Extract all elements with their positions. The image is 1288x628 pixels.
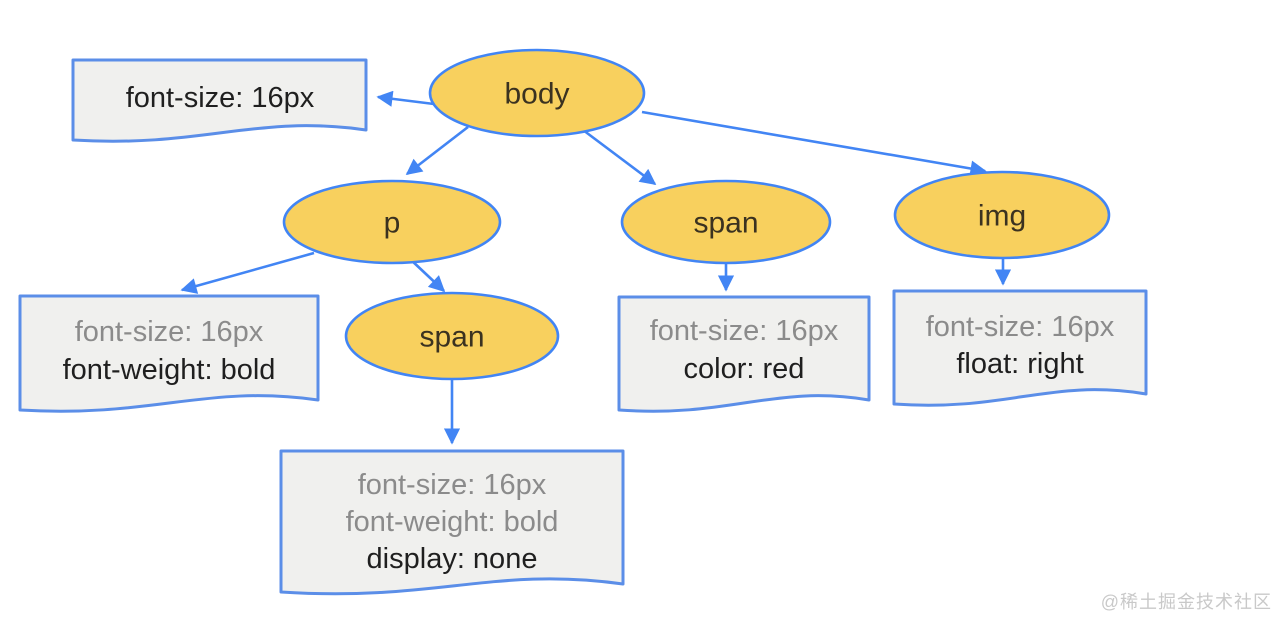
- note-img-line: float: right: [956, 348, 1083, 380]
- note-body-line: font-size: 16px: [126, 82, 315, 114]
- edge-body-to-p: [405, 125, 469, 176]
- note-p-line: font-size: 16px: [75, 316, 264, 348]
- edge-body-to-img: [641, 110, 987, 177]
- note-span: [617, 295, 871, 413]
- note-img: [892, 289, 1148, 407]
- note-body: [71, 58, 368, 143]
- note-p-line: font-weight: bold: [63, 354, 276, 386]
- node-body: [428, 48, 646, 138]
- node-img-label: img: [978, 200, 1026, 233]
- node-span-label: span: [693, 207, 758, 240]
- watermark: @稀土掘金技术社区: [1100, 592, 1272, 612]
- node-span: [620, 179, 832, 265]
- node-img: [893, 170, 1111, 260]
- note-p: [18, 294, 320, 413]
- note-span-child-line: font-size: 16px: [358, 469, 547, 501]
- note-span-child: [279, 449, 625, 596]
- node-span-child: [344, 291, 560, 381]
- node-p-label: p: [384, 207, 401, 240]
- note-span-line: font-size: 16px: [650, 315, 839, 347]
- note-span-child-line: font-weight: bold: [346, 506, 559, 538]
- node-p: [282, 179, 502, 265]
- note-span-child-line: display: none: [367, 543, 538, 575]
- node-body-label: body: [504, 78, 569, 111]
- edge-p-to-span-child: [409, 258, 446, 293]
- edge-p-to-p-note: [180, 251, 315, 294]
- node-span-child-label: span: [419, 321, 484, 354]
- edge-body-to-body-note: [376, 90, 435, 107]
- note-img-line: font-size: 16px: [926, 311, 1115, 343]
- note-span-line: color: red: [684, 353, 805, 385]
- edge-body-to-span: [582, 128, 657, 186]
